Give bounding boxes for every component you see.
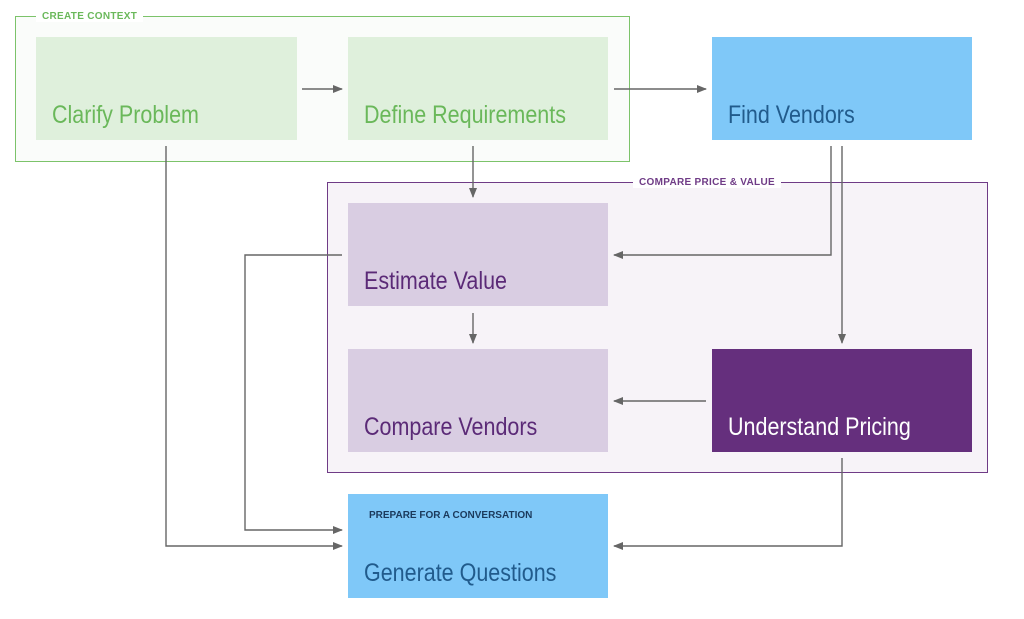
arrow-estimate-to-generate [244,254,343,534]
box-compare-vendors[interactable]: Compare Vendors [348,349,608,452]
box-title-estimate-value: Estimate Value [364,267,508,295]
box-find-vendors[interactable]: Find Vendors [712,37,972,140]
arrow-find-vendors-to-estimate [613,146,832,259]
box-title-clarify-problem: Clarify Problem [52,101,199,129]
group-label-create-context: CREATE CONTEXT [36,11,144,22]
box-understand-pricing[interactable]: Understand Pricing [712,349,972,452]
box-clarify-problem[interactable]: Clarify Problem [36,37,297,140]
box-title-define-requirements: Define Requirements [364,101,566,129]
box-title-understand-pricing: Understand Pricing [728,413,911,441]
box-define-requirements[interactable]: Define Requirements [348,37,608,140]
box-generate-questions[interactable]: PREPARE FOR A CONVERSATION Generate Ques… [348,494,608,598]
arrow-clarify-to-generate [165,146,343,550]
box-estimate-value[interactable]: Estimate Value [348,203,608,306]
arrow-pricing-to-generate [613,458,843,550]
box-title-find-vendors: Find Vendors [728,101,855,129]
group-label-compare-price-value: COMPARE PRICE & VALUE [633,177,781,188]
box-title-compare-vendors: Compare Vendors [364,413,538,441]
box-title-generate-questions: Generate Questions [364,559,557,587]
box-subtitle-generate-questions: PREPARE FOR A CONVERSATION [369,510,533,521]
